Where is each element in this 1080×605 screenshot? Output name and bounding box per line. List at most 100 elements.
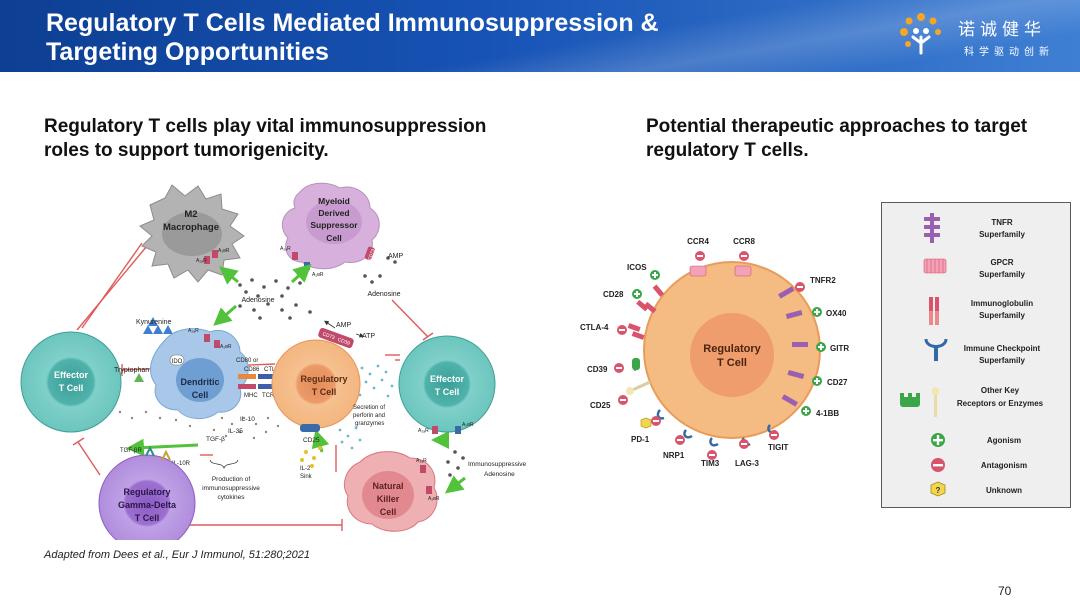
cd80-label-1: CD80 or [236,358,258,364]
immuno-adenosine-label-1: Immunosuppressive [468,461,527,468]
adenosine-label-1: Adenosine [241,297,274,304]
cytokine-dots [118,410,280,440]
legend-agonism: Agonism [987,436,1021,445]
pd1-receptor-icon [656,409,665,420]
gpcr-legend-icon [923,258,947,274]
mdsc-a2ar-label: A₂ₐR [280,246,291,252]
legend-box: TNFR Superfamily GPCR Superfamily Immuno… [881,202,1071,508]
ccr8-receptor-icon [734,265,752,277]
il2-molecules [300,446,322,468]
nk-a2ar-label: A₂ₐR [416,458,427,464]
cd39-enzyme-body [632,358,640,370]
slide-title: Regulatory T Cells Mediated Immunosuppre… [46,9,826,67]
legend-tnfr-1: TNFR [991,218,1013,227]
tim3-label: TIM3 [701,459,720,468]
mdsc-label-line2: Derived [318,208,349,218]
receptor-icon [455,426,461,434]
nk-label-3: Cell [380,507,397,517]
tcr-molecule [258,384,274,389]
m2-macrophage-cell: M2 Macrophage A₂ₐR A₂ʙR [139,184,245,283]
legend-ig-2: Superfamily [979,311,1025,320]
effector-right-label-2: T Cell [435,387,460,397]
secretion-label-2: perforin and [353,413,385,419]
cd39-label: CD39 [587,365,608,374]
gitr-label: GITR [830,344,849,353]
legend-gpcr-2: Superfamily [979,270,1025,279]
tryptophan-label: Tryptophan [114,367,149,374]
cd28-label: CD28 [603,290,624,299]
mdsc-label-line3: Suppressor [310,220,358,230]
icos-label: ICOS [627,263,647,272]
action-markers [614,251,826,460]
receptor-icon [212,250,218,258]
receptor-icon [426,486,432,494]
cd27-receptor-icon [787,369,805,379]
treg-label-1: Regulatory [300,374,347,384]
cd73-cd39-complex-icon [318,327,354,349]
ccr8-label: CCR8 [733,237,755,246]
production-label-2: immunosuppressive [202,485,260,492]
lag3-label: LAG-3 [735,459,760,468]
receptor-icon [214,340,220,348]
il10r-label: IL-10R [172,461,191,467]
m2-a2ar-label: A₂ₐR [196,258,207,264]
mdsc-cell: Myeloid Derived Suppressor Cell A₂ₐR A₂ʙ… [280,182,380,278]
ox40-label: OX40 [826,309,847,318]
legend-ic-1: Immune Checkpoint [964,344,1041,353]
_41bb-receptor-icon [781,394,798,407]
legend-ig-1: Immunoglobulin [971,299,1033,308]
nk-a2br-label: A₂ʙR [428,496,440,502]
cytokine-brace [209,459,239,470]
ig-legend-icon [929,297,939,325]
m2-label-line2: Macrophage [163,222,219,233]
treg-target-label-1: Regulatory [703,343,761,355]
company-logo-icon [900,13,941,55]
dendritic-label-1: Dendritic [180,377,219,387]
page-number: 70 [998,584,1012,598]
eff-a2ar-label: A₂ₐR [418,428,429,434]
mdsc-cd73-label: CD73 [367,248,376,261]
kynurenine-molecules [143,317,173,334]
perforin-granzyme-dots [338,364,394,450]
inhibition-lines [72,242,434,531]
dendritic-label-2: Cell [192,390,209,400]
legend-graphics: TNFR Superfamily GPCR Superfamily Immuno… [900,213,1044,497]
receptor-icon [420,465,426,473]
natural-killer-cell: Natural Killer Cell [344,451,438,532]
treg-target-label-2: T Cell [717,357,747,369]
citation: Adapted from Dees et al., Eur J Immunol,… [44,549,310,561]
amp-label-2: AMP [336,322,352,329]
il2-label-1: IL-2 [300,466,311,472]
cd25-receptor-icon [300,424,320,432]
receptor-icon [204,256,210,264]
amp-label-1: AMP [388,253,404,260]
tigit-label: TIGIT [768,443,789,452]
checkpoint-legend-icon [924,338,948,361]
gd-label-1: Regulatory [123,487,170,497]
dc-a2br-label: A₂ʙR [220,344,232,350]
treg-cd73-label: CD73 [321,331,335,341]
ido-label: IDO [172,359,183,365]
legend-other-1: Other Key [981,386,1020,395]
tnfr2-receptor-icon [778,286,795,299]
unknown-symbol: ? [936,486,941,495]
cd80-molecule [238,374,256,379]
header-sheen [0,0,1080,72]
tnfr-receptors [778,286,808,407]
mdsc-label-line1: Myeloid [318,196,350,206]
cd73-enzyme-icon [364,246,375,261]
tgfbr-label: TGF-βR [120,448,142,454]
left-heading-line1: Regulatory T cells play vital immunosupp… [44,116,487,137]
icos-receptor-icon [652,284,665,297]
header-bar: Regulatory T Cells Mediated Immunosuppre… [0,0,1080,72]
effector-t-cell-right: Effector T Cell [398,335,496,434]
dendritic-cell: Dendritic Cell IDO A₂ₐR A₂ʙR [150,328,249,419]
cd80-label-2: CD86 [244,367,260,373]
receptor-icon [292,252,298,260]
effector-left-label-2: T Cell [59,383,84,393]
effector-left-label-1: Effector [54,370,89,380]
treg-cd39-label: CD39 [337,337,351,347]
antagonism-legend-icon [931,458,945,472]
legend-gpcr-1: GPCR [990,258,1013,267]
atp-label: ATP [362,333,375,340]
